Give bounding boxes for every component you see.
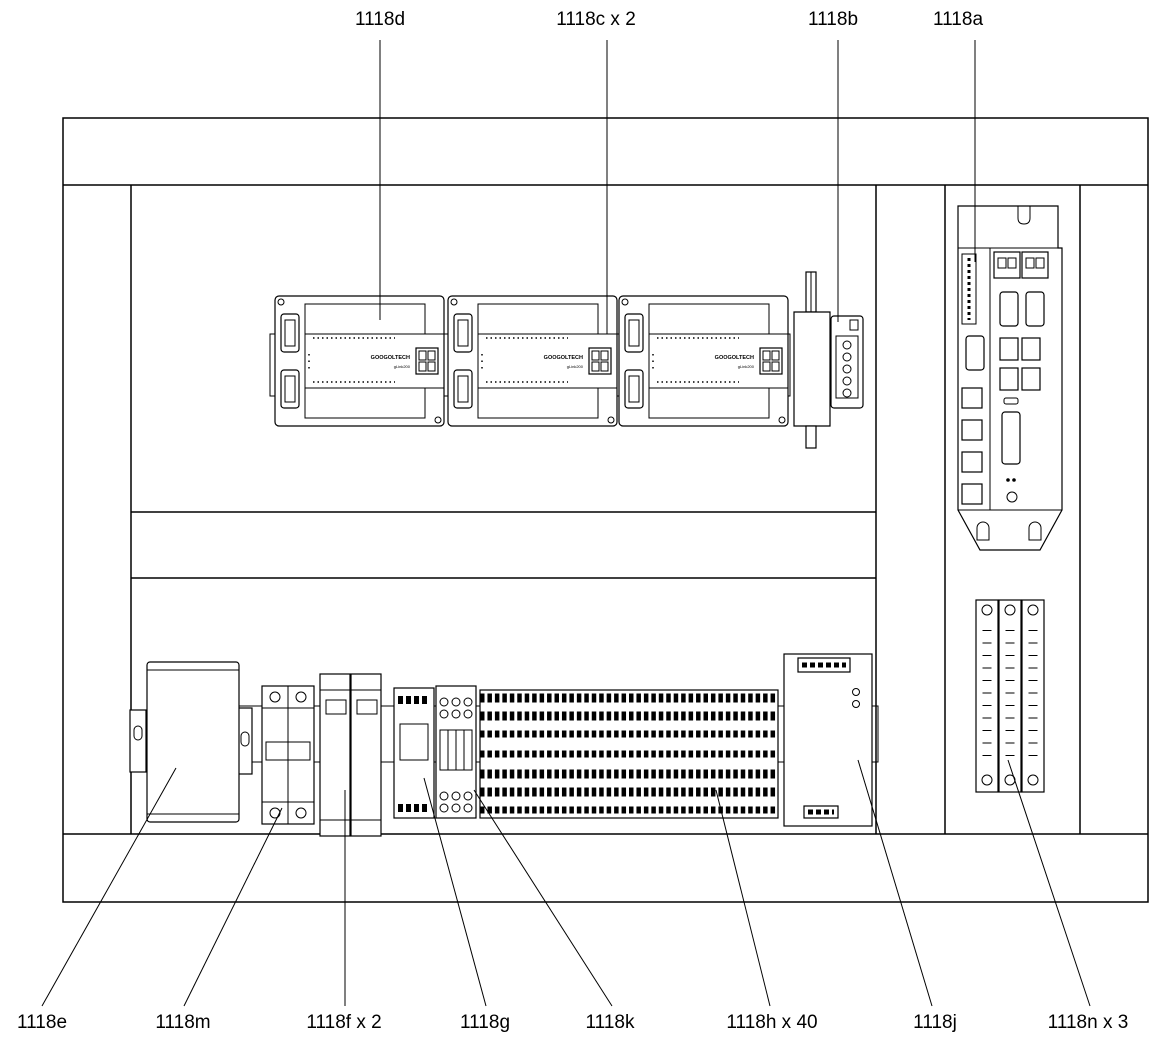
terminal-blocks-1118h [479, 689, 779, 819]
module-brand-text: GOOGOLTECH [715, 355, 754, 361]
label-1118k: 1118k [585, 1012, 635, 1033]
motion-controller-module: GOOGOLTECH gLink200 [447, 295, 618, 427]
power-supply-1118j [783, 653, 873, 827]
relay-1118g [393, 687, 435, 819]
terminal-strips-1118n [975, 599, 1045, 793]
label-1118a: 1118a [932, 9, 984, 30]
module-1118b [793, 271, 864, 449]
label-1118f: 1118f x 2 [306, 1012, 382, 1033]
breaker-1118m [261, 685, 315, 825]
contactor-1118k [435, 685, 477, 819]
label-1118j: 1118j [913, 1012, 957, 1033]
label-1118m: 1118m [155, 1012, 211, 1033]
label-1118g: 1118g [459, 1012, 511, 1033]
label-1118d: 1118d [354, 9, 406, 30]
module-model-text: gLink200 [567, 364, 584, 369]
cabinet-frame [62, 117, 1149, 903]
module-brand-text: GOOGOLTECH [544, 355, 583, 361]
module-model-text: gLink200 [394, 364, 411, 369]
label-1118n: 1118n x 3 [1047, 1012, 1129, 1033]
motion-controller-module: GOOGOLTECH gLink200 [274, 295, 445, 427]
label-1118c: 1118c x 2 [556, 9, 636, 30]
leader-lines [41, 40, 1091, 1007]
label-1118h: 1118h x 40 [726, 1012, 818, 1033]
label-1118b: 1118b [807, 9, 859, 30]
industrial-pc-1118a [957, 205, 1063, 551]
module-brand-text: GOOGOLTECH [371, 355, 410, 361]
label-1118e: 1118e [16, 1012, 68, 1033]
module-model-text: gLink200 [738, 364, 755, 369]
filter-1118e [129, 661, 253, 823]
relay-modules-1118f [319, 673, 382, 837]
motion-controller-module: GOOGOLTECH gLink200 [618, 295, 789, 427]
